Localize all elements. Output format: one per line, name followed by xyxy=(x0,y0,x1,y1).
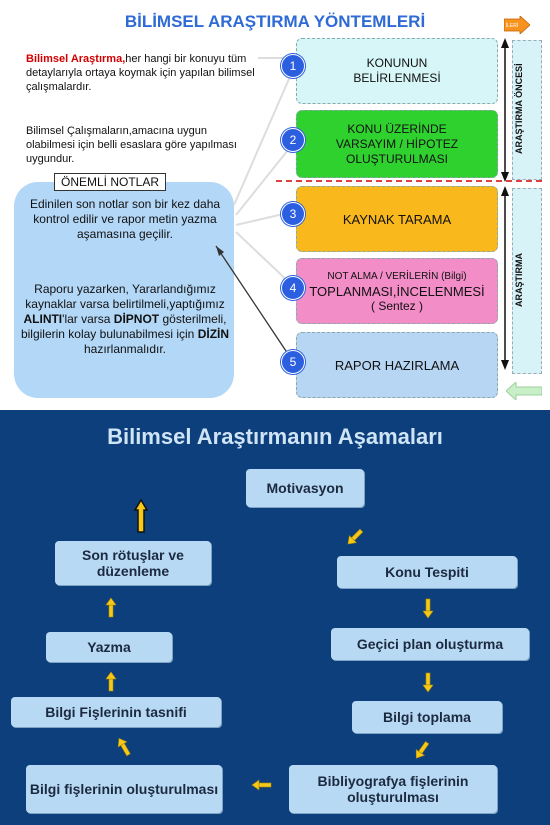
phase-before-arrow-up xyxy=(501,38,509,48)
step-1-number: 1 xyxy=(281,54,305,78)
connector-4 xyxy=(235,231,293,286)
arrow-gecici-toplama xyxy=(422,672,434,693)
stage-bilgi-toplama: Bilgi toplama xyxy=(352,701,502,733)
phase-research-arrow-up xyxy=(501,186,509,196)
step-4-text-big: TOPLANMASI,İNCELENMESİ xyxy=(309,283,485,299)
step-5-number: 5 xyxy=(281,350,305,374)
stage-bilgi-fisleri-olusturma: Bilgi fişlerinin oluşturulması xyxy=(26,765,222,813)
arrow-motivasyon-konu xyxy=(347,528,364,545)
arrow-konu-gecici xyxy=(422,598,434,619)
step-2-box: KONU ÜZERİNDE VARSAYIM / HİPOTEZ OLUŞTUR… xyxy=(296,110,498,178)
stage-bibliyografya: Bibliyografya fişlerinin oluşturulması xyxy=(289,765,497,813)
phase-before-box xyxy=(512,40,542,180)
phase-research-box xyxy=(512,188,542,374)
arrow-fis-tasnif xyxy=(117,737,131,757)
next-button[interactable]: İLERİ xyxy=(504,16,530,34)
phase-before-arrow-down xyxy=(501,172,509,182)
step-4-box: NOT ALMA / VERİLERİN (Bilgi) TOPLANMASI,… xyxy=(296,258,498,324)
stage-yazma: Yazma xyxy=(46,632,172,662)
step-2-text: KONU ÜZERİNDE VARSAYIM / HİPOTEZ OLUŞTUR… xyxy=(335,121,459,166)
step-1-text: KONUNUN BELİRLENMESİ xyxy=(353,56,441,85)
process-arrows xyxy=(105,498,434,791)
step-3-box: KAYNAK TARAMA xyxy=(296,186,498,252)
phase-research-label: ARAŞTIRMA xyxy=(514,253,524,307)
step-3-number: 3 xyxy=(281,202,305,226)
definition-text: Bilimsel Araştırma,her hangi bir konuyu … xyxy=(26,52,258,94)
back-arrow-icon[interactable] xyxy=(506,382,542,400)
notes-text-c: 'lar varsa xyxy=(62,312,114,326)
step-3-text: KAYNAK TARAMA xyxy=(342,211,452,227)
arrow-tasnif-yazma xyxy=(105,671,117,692)
arrow-bibliyografya-fis xyxy=(251,779,272,791)
connector-5-arrow xyxy=(215,245,291,358)
stage-motivasyon: Motivasyon xyxy=(246,469,364,507)
connector-5-arrowhead xyxy=(216,246,224,256)
phase-before-label: ARAŞTIRMA ÖNCESİ xyxy=(514,63,524,155)
notes-panel xyxy=(14,182,234,398)
step-5-box: RAPOR HAZIRLAMA xyxy=(296,332,498,398)
stage-son-rotus: Son rötuşlar ve düzenleme xyxy=(55,541,211,585)
step-2-number: 2 xyxy=(281,128,305,152)
notes-paragraph-2: Raporu yazarken, Yararlandığımız kaynakl… xyxy=(20,282,230,357)
step-4-text-small: NOT ALMA / VERİLERİN (Bilgi) xyxy=(327,270,467,282)
stage-tasnif: Bilgi Fişlerinin tasnifi xyxy=(11,697,221,727)
phase-research-arrow-down xyxy=(501,360,509,370)
notes-text-a: Raporu yazarken, Yararlandığımız kaynakl… xyxy=(25,282,225,311)
method-text: Bilimsel Çalışmaların,amacına uygun olab… xyxy=(26,125,237,165)
next-button-label: İLERİ xyxy=(506,22,519,29)
notes-keyword-alinti: ALINTI xyxy=(23,312,63,326)
definition-body: her hangi bir konuyu tüm detaylarıyla or… xyxy=(26,53,255,93)
arrow-rotus-up xyxy=(133,498,149,533)
stage-konu-tespiti: Konu Tespiti xyxy=(337,556,517,588)
notes-keyword-dipnot: DİPNOT xyxy=(113,312,160,326)
definition-term: Bilimsel Araştırma, xyxy=(26,53,126,65)
notes-text-g: hazırlanmalıdır. xyxy=(83,342,167,356)
notes-keyword-dizin: DİZİN xyxy=(197,327,230,341)
top-slide: BİLİMSEL ARAŞTIRMA YÖNTEMLERİ İLERİ Bili… xyxy=(0,0,550,410)
stage-gecici-plan: Geçici plan oluşturma xyxy=(331,628,529,660)
notes-text-e: gösterilmeli, bilgilerin kolay bulunabil… xyxy=(20,312,227,341)
connector-2 xyxy=(235,144,293,216)
step-4-text-sub: ( Sentez ) xyxy=(370,298,424,313)
notes-label: ÖNEMLİ NOTLAR xyxy=(54,173,167,191)
step-5-text: RAPOR HAZIRLAMA xyxy=(334,357,460,373)
arrow-toplama-bibliyografya xyxy=(415,741,430,759)
step-1-box: KONUNUN BELİRLENMESİ xyxy=(296,38,498,104)
arrow-yazma-rotus xyxy=(105,597,117,618)
step-4-number: 4 xyxy=(281,276,305,300)
process-title: Bilimsel Araştırmanın Aşamaları xyxy=(107,424,443,449)
notes-paragraph-1: Edinilen son notlar son bir kez daha kon… xyxy=(29,197,221,241)
connector-1b xyxy=(233,71,293,206)
slide-title: BİLİMSEL ARAŞTIRMA YÖNTEMLERİ xyxy=(124,12,426,31)
